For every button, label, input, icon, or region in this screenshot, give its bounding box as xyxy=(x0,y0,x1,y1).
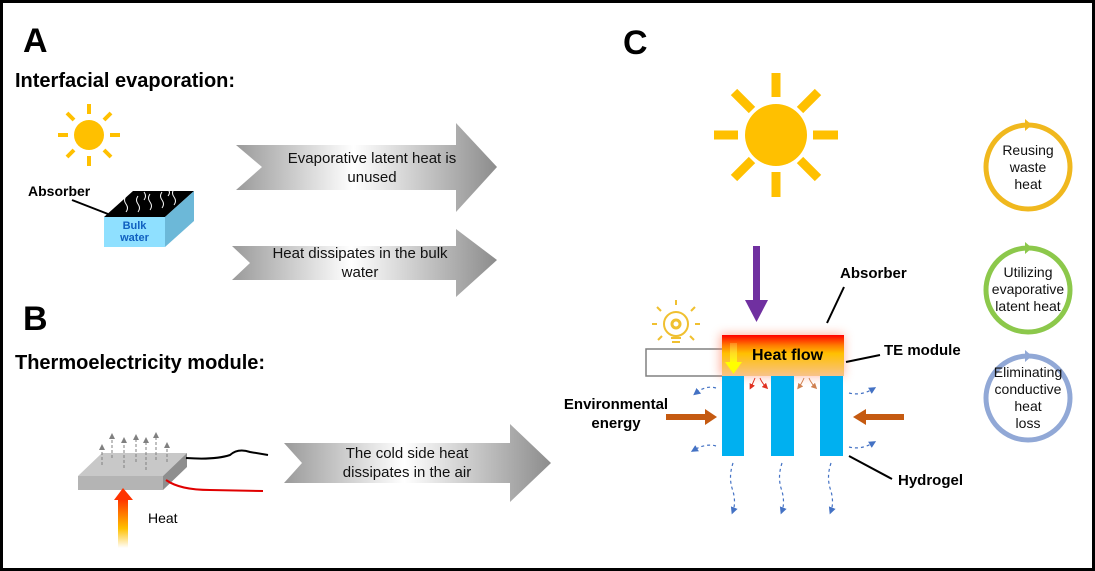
benefit-text-3: Eliminating conductive heat loss xyxy=(986,364,1070,432)
light-bulb-icon xyxy=(652,300,700,343)
arrow-cold-side-heat xyxy=(284,424,551,502)
sun-icon-large xyxy=(714,73,838,197)
environmental-energy-label: Environmental energy xyxy=(556,395,676,433)
environmental-line: Environmental xyxy=(563,396,669,413)
panel-b-title: Thermoelectricity module: xyxy=(15,352,266,374)
arrow-latent-heat-unused xyxy=(236,123,497,212)
hydrogel-columns xyxy=(722,376,843,456)
benefit-text-2: Utilizing evaporative latent heat xyxy=(983,264,1073,315)
absorber-label-c: Absorber xyxy=(840,265,907,282)
environmental-energy-arrows xyxy=(666,409,904,425)
benefit-line: evaporative xyxy=(991,281,1065,297)
benefit-circle-1 xyxy=(983,119,1073,212)
heat-label: Heat xyxy=(148,510,178,526)
te-module-leader-line xyxy=(845,354,881,363)
benefit-line: heat xyxy=(1014,176,1042,192)
benefit-line: Eliminating xyxy=(993,364,1063,380)
hydrogel-leader-line xyxy=(848,455,893,480)
arrow-text-line: water xyxy=(341,264,379,281)
heat-release-arrows xyxy=(749,377,818,390)
arrow-text-line: The cold side heat xyxy=(345,445,469,462)
arrow-text-cold-side: The cold side heat dissipates in the air xyxy=(302,444,512,482)
benefit-circle-3 xyxy=(983,350,1073,443)
panel-a-letter: A xyxy=(23,22,48,60)
arrow-text-latent-heat: Evaporative latent heat is unused xyxy=(262,149,482,187)
absorber-leader-line xyxy=(826,286,845,324)
arrow-text-line: Heat dissipates in the bulk xyxy=(272,245,448,262)
arrow-text-bulk-water: Heat dissipates in the bulk water xyxy=(250,244,470,282)
panel-a-title: Interfacial evaporation: xyxy=(15,70,236,92)
benefit-line: heat xyxy=(1014,398,1042,414)
arrow-text-line: unused xyxy=(347,169,397,186)
te-module-block xyxy=(78,432,269,492)
circuit-wire xyxy=(645,348,727,377)
te-module-stack xyxy=(720,334,844,376)
benefit-line: waste xyxy=(1009,159,1047,175)
bulk-water-line2: water xyxy=(120,232,149,244)
bulk-water-label: Bulk water xyxy=(104,220,165,244)
panel-b-letter: B xyxy=(23,300,48,338)
benefit-line: conductive xyxy=(994,381,1062,397)
panel-c-letter: C xyxy=(623,24,648,62)
hydrogel-label: Hydrogel xyxy=(898,472,964,489)
benefit-line: Utilizing xyxy=(1003,264,1053,280)
absorber-label-a: Absorber xyxy=(28,183,91,199)
arrow-heat-dissipates-bulk xyxy=(232,229,497,297)
benefit-circle-2 xyxy=(983,242,1073,335)
sun-icon-small xyxy=(58,104,120,166)
sunlight-arrow xyxy=(745,246,768,322)
arrow-text-line: dissipates in the air xyxy=(342,464,472,481)
arrow-text-line: Evaporative latent heat is xyxy=(287,150,457,167)
te-module-label: TE module xyxy=(884,342,961,359)
benefit-line: loss xyxy=(1015,415,1041,431)
heat-up-arrow xyxy=(114,488,133,548)
heat-flow-label: Heat flow xyxy=(752,347,824,364)
bulk-water-line1: Bulk xyxy=(122,220,147,232)
environmental-line: energy xyxy=(591,415,641,432)
benefit-line: Reusing xyxy=(1002,142,1054,158)
absorber-water-block xyxy=(71,188,194,247)
benefit-line: latent heat xyxy=(995,298,1061,314)
vapor-arrows xyxy=(690,386,877,515)
benefit-text-1: Reusing waste heat xyxy=(986,142,1070,193)
